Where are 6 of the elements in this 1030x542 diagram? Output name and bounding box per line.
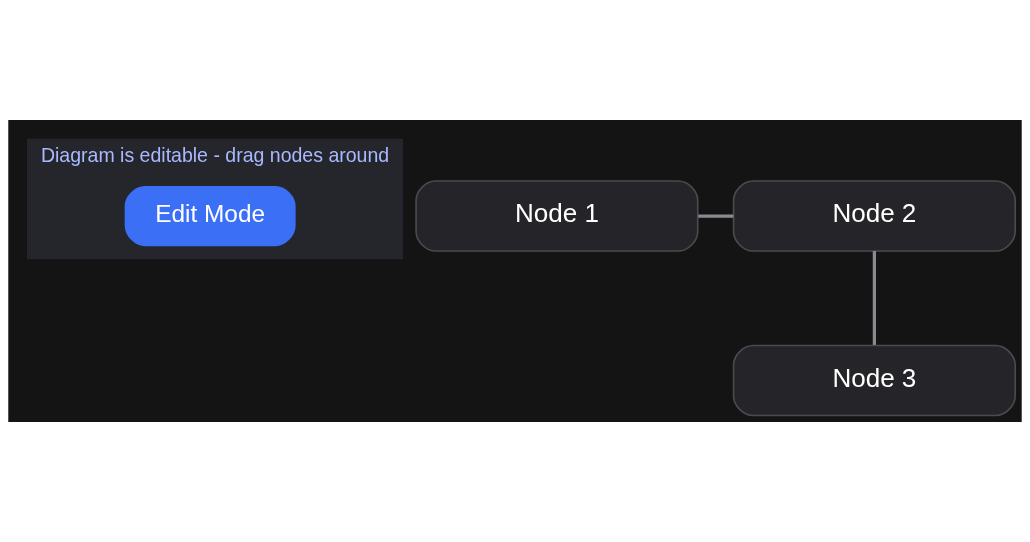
- node-box: Node 1: [415, 180, 699, 252]
- connector: [872, 251, 876, 345]
- connector: [698, 214, 734, 218]
- node-box: Node 2: [732, 180, 1017, 252]
- node-box: Node 3: [732, 344, 1017, 417]
- node-box: Edit Mode: [124, 185, 296, 247]
